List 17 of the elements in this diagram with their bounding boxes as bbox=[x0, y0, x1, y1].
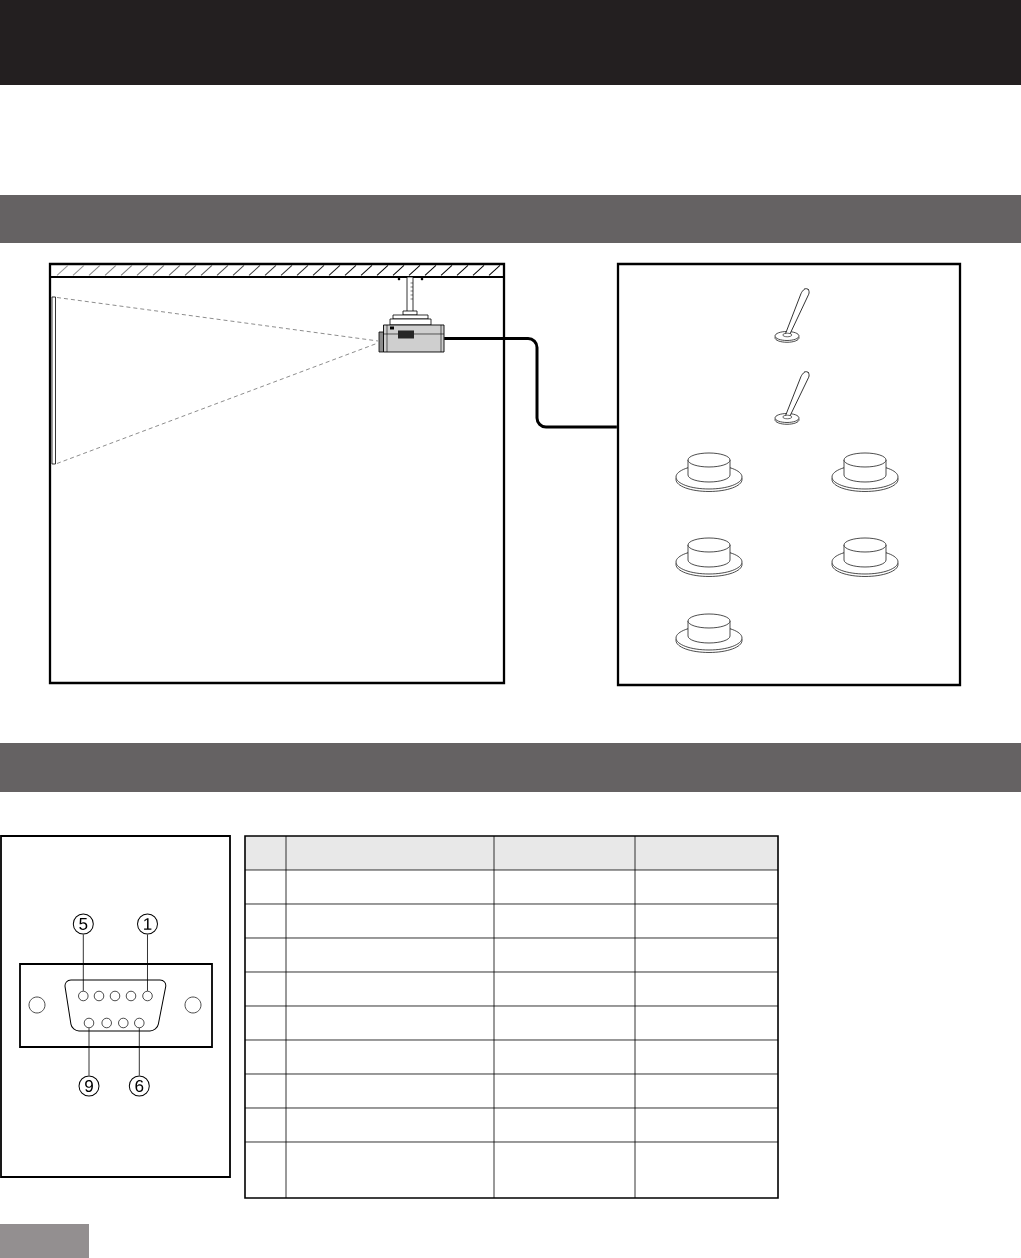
leader-line bbox=[147, 934, 148, 992]
projector bbox=[378, 324, 445, 353]
pin-hole bbox=[83, 1017, 95, 1029]
pin-hole bbox=[78, 990, 89, 1002]
pin-hole bbox=[134, 1017, 145, 1029]
leader-line bbox=[88, 1027, 90, 1076]
callout-number: 9 bbox=[78, 1075, 100, 1097]
callout-number: 1 bbox=[137, 913, 158, 935]
leader-line bbox=[138, 1027, 140, 1076]
callout-number: 5 bbox=[72, 913, 94, 935]
callout-number: 6 bbox=[128, 1075, 150, 1097]
heading-band bbox=[0, 195, 1021, 243]
cable bbox=[444, 337, 617, 429]
pin-hole bbox=[142, 990, 153, 1002]
control-panel-box bbox=[616, 262, 962, 687]
leader-line bbox=[82, 934, 84, 992]
heading-band bbox=[0, 743, 1021, 792]
